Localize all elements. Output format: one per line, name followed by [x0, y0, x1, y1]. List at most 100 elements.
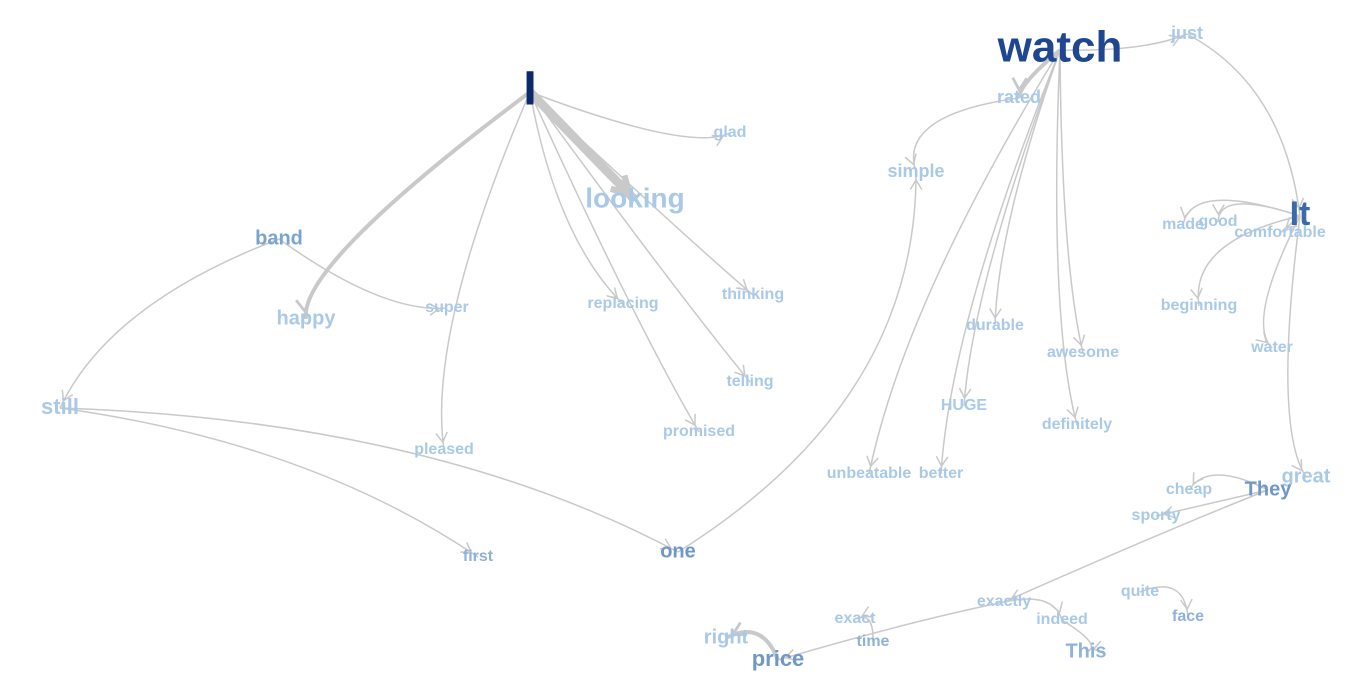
arrowhead-i-replacing: [606, 287, 619, 300]
edge-one-simple: [677, 171, 917, 553]
word-node-great[interactable]: great: [1282, 465, 1331, 487]
arrowhead-still-one: [659, 538, 673, 550]
arrowhead-watch-durable: [989, 307, 1002, 320]
word-node-time[interactable]: time: [857, 633, 890, 650]
word-node-pleased[interactable]: pleased: [414, 441, 474, 458]
word-node-thinking[interactable]: thinking: [722, 286, 784, 303]
edge-watch-durable: [994, 49, 1061, 327]
word-node-it[interactable]: It: [1290, 195, 1311, 233]
word-node-quite[interactable]: quite: [1121, 583, 1159, 600]
edge-layer: [59, 33, 1307, 662]
edge-band-super: [278, 238, 448, 310]
arrowhead-one-simple: [909, 178, 923, 190]
word-node-right[interactable]: right: [704, 626, 749, 648]
arrowhead-i-pleased: [435, 431, 448, 444]
edge-band-still: [59, 238, 280, 409]
edge-it-water: [1262, 215, 1301, 349]
word-node-definitely[interactable]: definitely: [1042, 416, 1112, 433]
arrowhead-watch-just: [1168, 34, 1181, 47]
edge-exactly-indeed: [1003, 598, 1063, 621]
word-node-first[interactable]: first: [463, 548, 494, 565]
word-node-just[interactable]: just: [1170, 23, 1203, 43]
arrowhead-just-it: [1291, 197, 1305, 210]
edge-i-happy: [303, 90, 532, 320]
arrowhead-i-thinking: [735, 278, 749, 291]
word-node-unbeatable[interactable]: unbeatable: [827, 465, 912, 482]
edge-i-replacing: [529, 91, 624, 305]
arrowhead-i-glad: [711, 134, 725, 147]
word-node-exactly[interactable]: exactly: [977, 593, 1031, 610]
word-node-price[interactable]: price: [752, 646, 805, 671]
word-node-band[interactable]: band: [255, 227, 303, 249]
arrowhead-it-water: [1255, 331, 1268, 344]
word-node-replacing[interactable]: replacing: [587, 295, 658, 312]
word-node-better[interactable]: better: [919, 465, 963, 482]
arrowhead-i-happy: [295, 297, 312, 314]
arrowhead-they-cheap: [1192, 472, 1204, 485]
arrowhead-it-great: [1291, 459, 1303, 472]
word-node-awesome[interactable]: awesome: [1047, 344, 1119, 361]
word-node-one[interactable]: one: [660, 540, 696, 562]
word-node-simple[interactable]: simple: [887, 161, 944, 181]
arrowhead-band-still: [61, 389, 74, 403]
word-node-this[interactable]: This: [1065, 640, 1106, 662]
edge-it-beginning: [1197, 215, 1301, 307]
word-node-sporty[interactable]: sporty: [1132, 507, 1181, 524]
arrowhead-band-super: [428, 303, 441, 316]
word-node-happy[interactable]: happy: [277, 307, 337, 329]
edge-indeed-this: [1061, 619, 1092, 653]
arrowhead-watch-huge: [958, 387, 972, 400]
word-node-still[interactable]: still: [41, 394, 79, 419]
word-node-comfortable[interactable]: comfortable: [1234, 224, 1326, 241]
arrowhead-it-beginning: [1190, 287, 1203, 300]
arrowhead-it-made: [1179, 206, 1193, 219]
edge-still-first: [59, 407, 479, 558]
edge-i-promised: [529, 91, 700, 433]
edge-watch-huge: [963, 49, 1061, 407]
arrowhead-exactly-price: [784, 649, 797, 662]
word-node-super[interactable]: super: [425, 299, 469, 316]
edge-watch-better: [940, 49, 1061, 475]
word-node-indeed[interactable]: indeed: [1036, 611, 1088, 628]
edge-time-exact: [854, 616, 874, 643]
edge-watch-rated: [1017, 48, 1062, 99]
word-node-looking[interactable]: looking: [585, 182, 685, 213]
word-node-promised[interactable]: promised: [663, 423, 735, 440]
edge-they-exactly: [1003, 489, 1269, 603]
word-node-water[interactable]: water: [1250, 339, 1293, 356]
word-node-telling[interactable]: telling: [726, 373, 773, 390]
arrowhead-price-right: [730, 621, 748, 637]
word-node-i[interactable]: I: [523, 63, 536, 116]
arrowhead-it-comfortable: [1284, 217, 1298, 229]
word-node-durable[interactable]: durable: [966, 317, 1024, 334]
word-node-made[interactable]: made: [1162, 216, 1204, 233]
word-node-face[interactable]: face: [1172, 608, 1204, 625]
word-node-beginning[interactable]: beginning: [1161, 297, 1237, 314]
arrowhead-watch-unbeatable: [866, 455, 879, 468]
arrowhead-it-good: [1212, 203, 1225, 216]
arrowhead-i-telling: [734, 364, 746, 377]
word-node-they[interactable]: They: [1245, 478, 1293, 500]
word-node-cheap[interactable]: cheap: [1166, 481, 1212, 498]
arrowhead-watch-better: [935, 455, 949, 468]
edge-they-sporty: [1155, 489, 1269, 517]
edge-watch-just: [1059, 33, 1188, 51]
edge-watch-unbeatable: [868, 49, 1061, 475]
arrowhead-i-promised: [684, 413, 696, 427]
word-node-glad[interactable]: glad: [714, 124, 747, 141]
edge-it-great: [1287, 215, 1307, 478]
edge-it-good: [1217, 203, 1301, 223]
word-node-watch[interactable]: watch: [997, 23, 1123, 72]
word-node-rated[interactable]: rated: [997, 87, 1041, 107]
edge-i-pleased: [440, 91, 531, 451]
word-node-huge[interactable]: HUGE: [941, 397, 988, 414]
word-node-good[interactable]: good: [1198, 213, 1237, 230]
edge-i-glad: [529, 91, 731, 139]
edge-i-telling: [529, 91, 751, 383]
edge-they-cheap: [1188, 474, 1269, 491]
arrowhead-exactly-indeed: [1050, 601, 1064, 614]
word-node-exact[interactable]: exact: [835, 610, 877, 627]
arrowhead-watch-definitely: [1066, 406, 1079, 419]
